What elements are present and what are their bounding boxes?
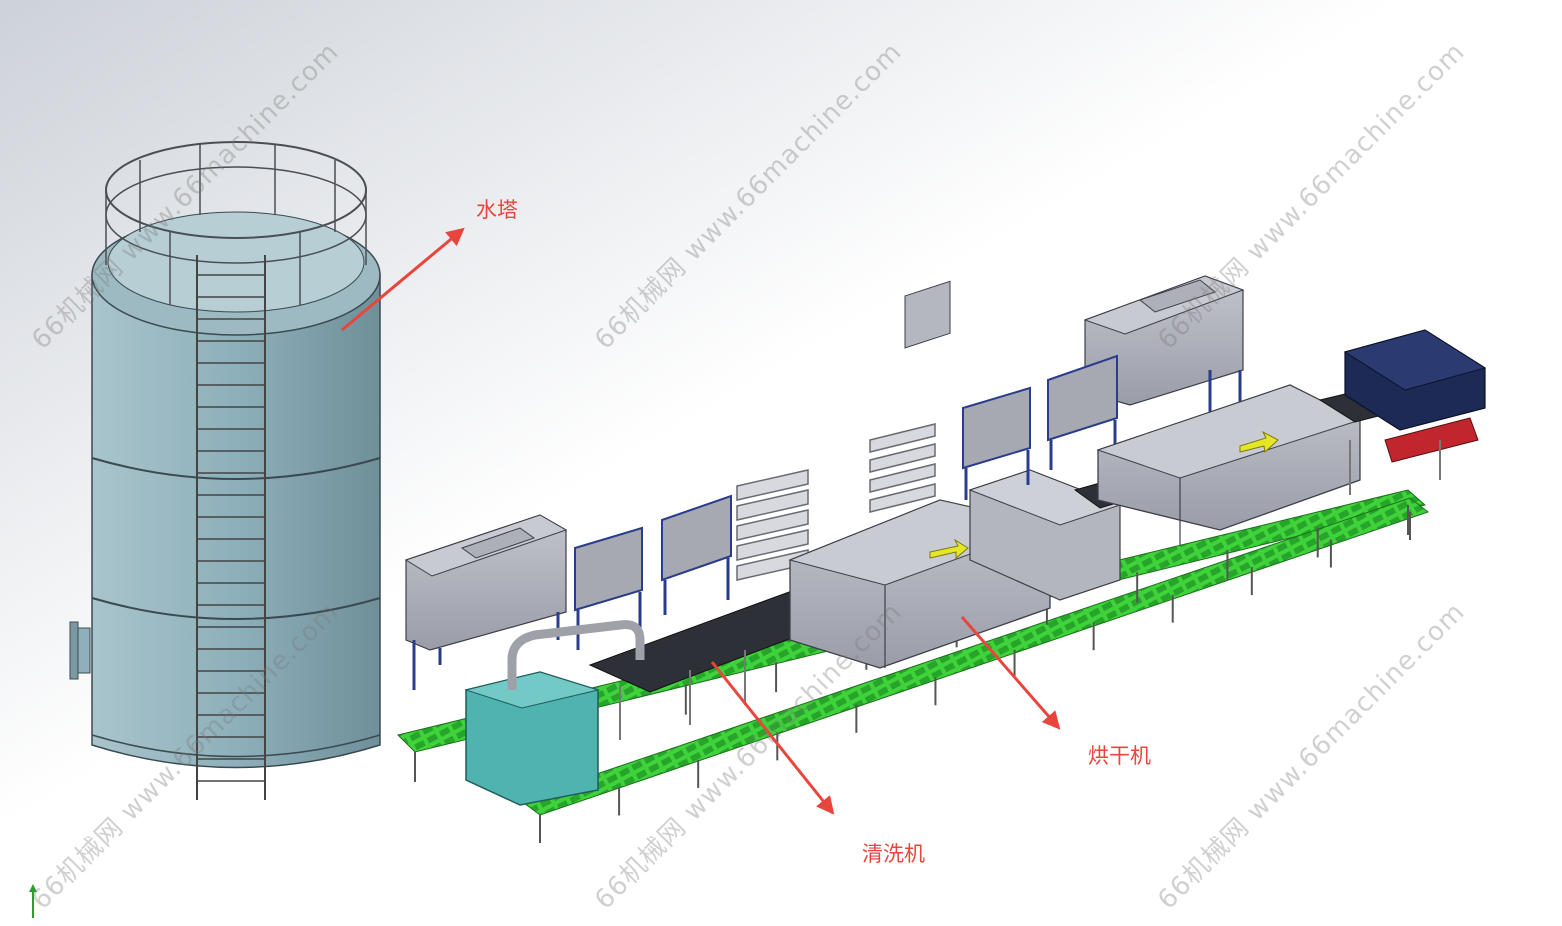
arrow-dryer (960, 616, 1061, 730)
callout-arrows (341, 227, 1061, 815)
axis-triad-icon (29, 884, 37, 918)
output-section (1318, 329, 1487, 495)
water-tower (69, 141, 381, 800)
upper-station (869, 275, 1245, 513)
arrow-water-tower (341, 227, 465, 332)
label-water-tower: 水塔 (476, 198, 518, 222)
tunnel-joint (968, 469, 1122, 601)
dryer-tunnel-2 (1096, 384, 1362, 545)
label-washer: 清洗机 (862, 842, 925, 866)
label-dryer: 烘干机 (1088, 744, 1151, 768)
arrow-washer (710, 661, 835, 815)
